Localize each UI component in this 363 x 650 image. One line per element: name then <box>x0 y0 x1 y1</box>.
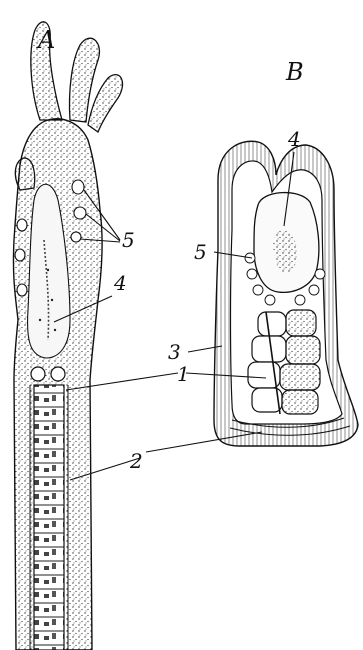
panel-a-stalk <box>34 385 64 650</box>
label-5-a: 5 <box>122 228 135 252</box>
label-5-b: 5 <box>194 240 207 264</box>
label-1: 1 <box>177 362 190 386</box>
panel-a-letter: A <box>36 26 55 54</box>
panel-a <box>13 22 122 650</box>
panel-b-letter: B <box>285 58 304 86</box>
label-2: 2 <box>129 449 143 473</box>
label-3: 3 <box>168 340 181 364</box>
label-4-a: 4 <box>113 271 127 295</box>
panel-b <box>214 141 358 446</box>
label-4-b: 4 <box>287 127 301 151</box>
